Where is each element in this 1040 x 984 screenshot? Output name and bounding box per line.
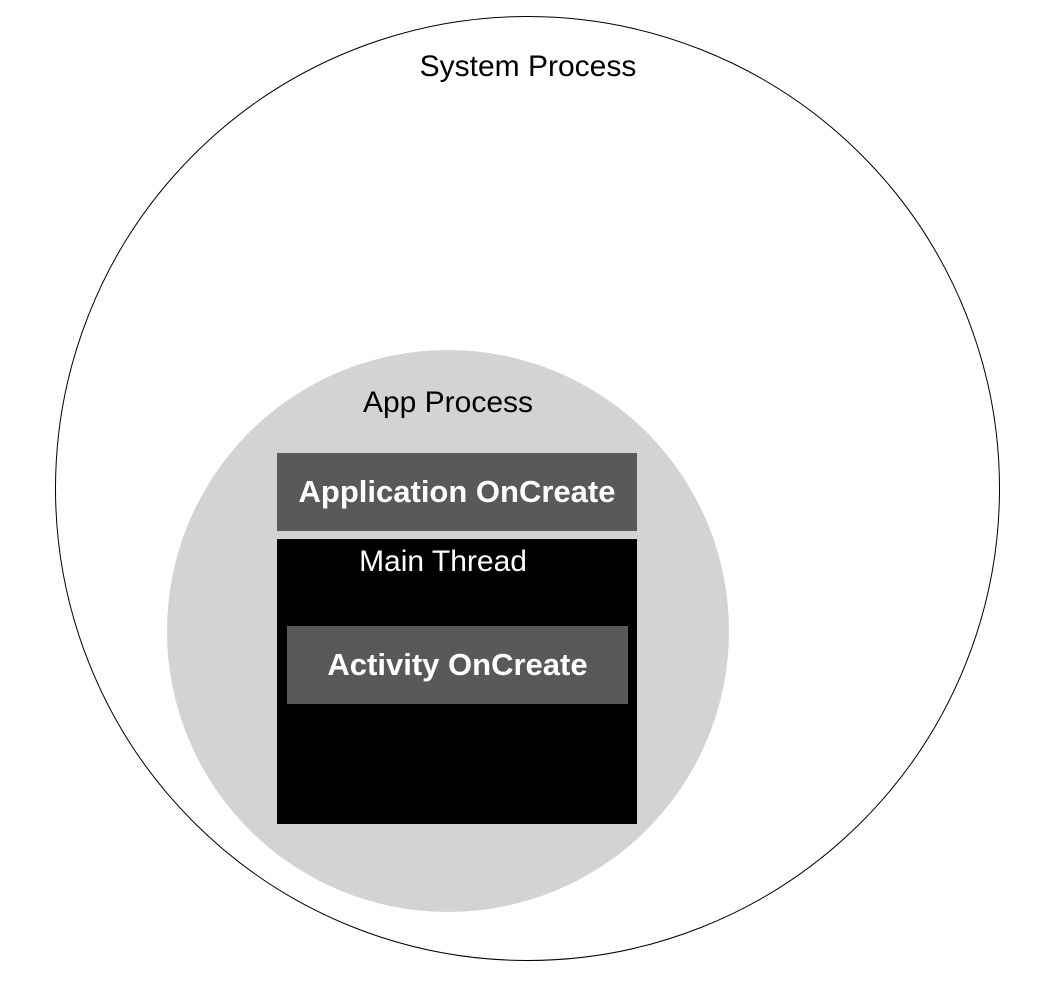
main-thread-label: Main Thread	[359, 545, 527, 578]
application-oncreate-box: Application OnCreate	[277, 453, 637, 531]
application-oncreate-label: Application OnCreate	[298, 474, 616, 509]
app-process-label: App Process	[362, 386, 534, 419]
activity-oncreate-label: Activity OnCreate	[327, 647, 588, 682]
activity-oncreate-box: Activity OnCreate	[287, 626, 628, 704]
system-process-label: System Process	[419, 50, 637, 83]
